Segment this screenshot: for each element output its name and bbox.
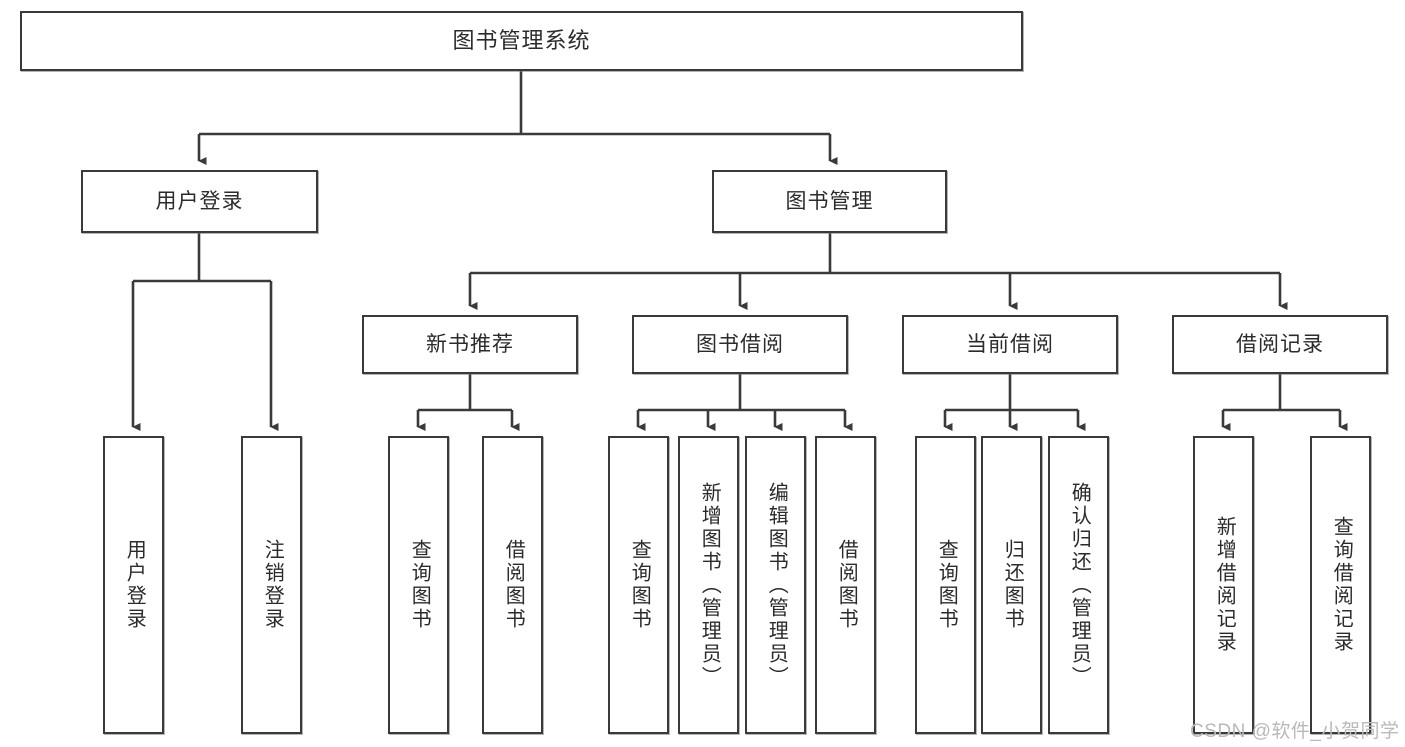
node-current-borrow[interactable]: 当前借阅 — [902, 315, 1118, 374]
node-label: 图书管理系统 — [452, 27, 591, 53]
leaf-borrow-record-add[interactable]: 新增借阅记录 — [1193, 436, 1254, 734]
leaf-user-login-signout[interactable]: 注销登录 — [241, 436, 302, 734]
node-book-borrow[interactable]: 图书借阅 — [632, 315, 848, 374]
node-label: 编辑图书（管理员） — [765, 481, 788, 689]
csdn-watermark: CSDN @软件_小贺同学 — [1190, 721, 1400, 742]
leaf-borrow-record-query[interactable]: 查询借阅记录 — [1310, 436, 1371, 734]
leaf-current-borrow-return[interactable]: 归还图书 — [981, 436, 1042, 734]
node-label: 借阅图书 — [835, 539, 858, 631]
node-label: 新增图书（管理员） — [698, 481, 721, 689]
node-label: 借阅图书 — [502, 539, 525, 631]
node-label: 用户登录 — [123, 539, 146, 631]
node-label: 查询图书 — [408, 539, 431, 631]
node-book-management[interactable]: 图书管理 — [712, 170, 947, 233]
node-label: 新书推荐 — [426, 332, 514, 356]
node-label: 新增借阅记录 — [1213, 516, 1236, 654]
leaf-current-borrow-query[interactable]: 查询图书 — [915, 436, 976, 734]
node-borrow-record[interactable]: 借阅记录 — [1172, 315, 1388, 374]
node-label: 借阅记录 — [1236, 332, 1324, 356]
node-label: 查询图书 — [935, 539, 958, 631]
node-label: 用户登录 — [155, 189, 244, 213]
leaf-new-book-query[interactable]: 查询图书 — [388, 436, 449, 734]
node-label: 图书借阅 — [696, 332, 784, 356]
leaf-user-login-signin[interactable]: 用户登录 — [103, 436, 164, 734]
node-user-login[interactable]: 用户登录 — [81, 170, 318, 233]
node-label: 归还图书 — [1001, 539, 1024, 631]
node-root-system[interactable]: 图书管理系统 — [20, 11, 1023, 71]
node-label: 查询借阅记录 — [1330, 516, 1353, 654]
node-label: 图书管理 — [785, 189, 874, 213]
node-label: 注销登录 — [261, 539, 284, 631]
node-label: 确认归还（管理员） — [1068, 481, 1091, 689]
node-label: 查询图书 — [628, 539, 651, 631]
leaf-book-borrow-edit[interactable]: 编辑图书（管理员） — [745, 436, 806, 734]
leaf-book-borrow-query[interactable]: 查询图书 — [608, 436, 669, 734]
leaf-book-borrow-add[interactable]: 新增图书（管理员） — [678, 436, 739, 734]
leaf-new-book-borrow[interactable]: 借阅图书 — [482, 436, 543, 734]
node-label: 当前借阅 — [966, 332, 1054, 356]
leaf-book-borrow-lend[interactable]: 借阅图书 — [815, 436, 876, 734]
leaf-current-borrow-confirm[interactable]: 确认归还（管理员） — [1048, 436, 1109, 734]
node-new-book-recommend[interactable]: 新书推荐 — [362, 315, 578, 374]
